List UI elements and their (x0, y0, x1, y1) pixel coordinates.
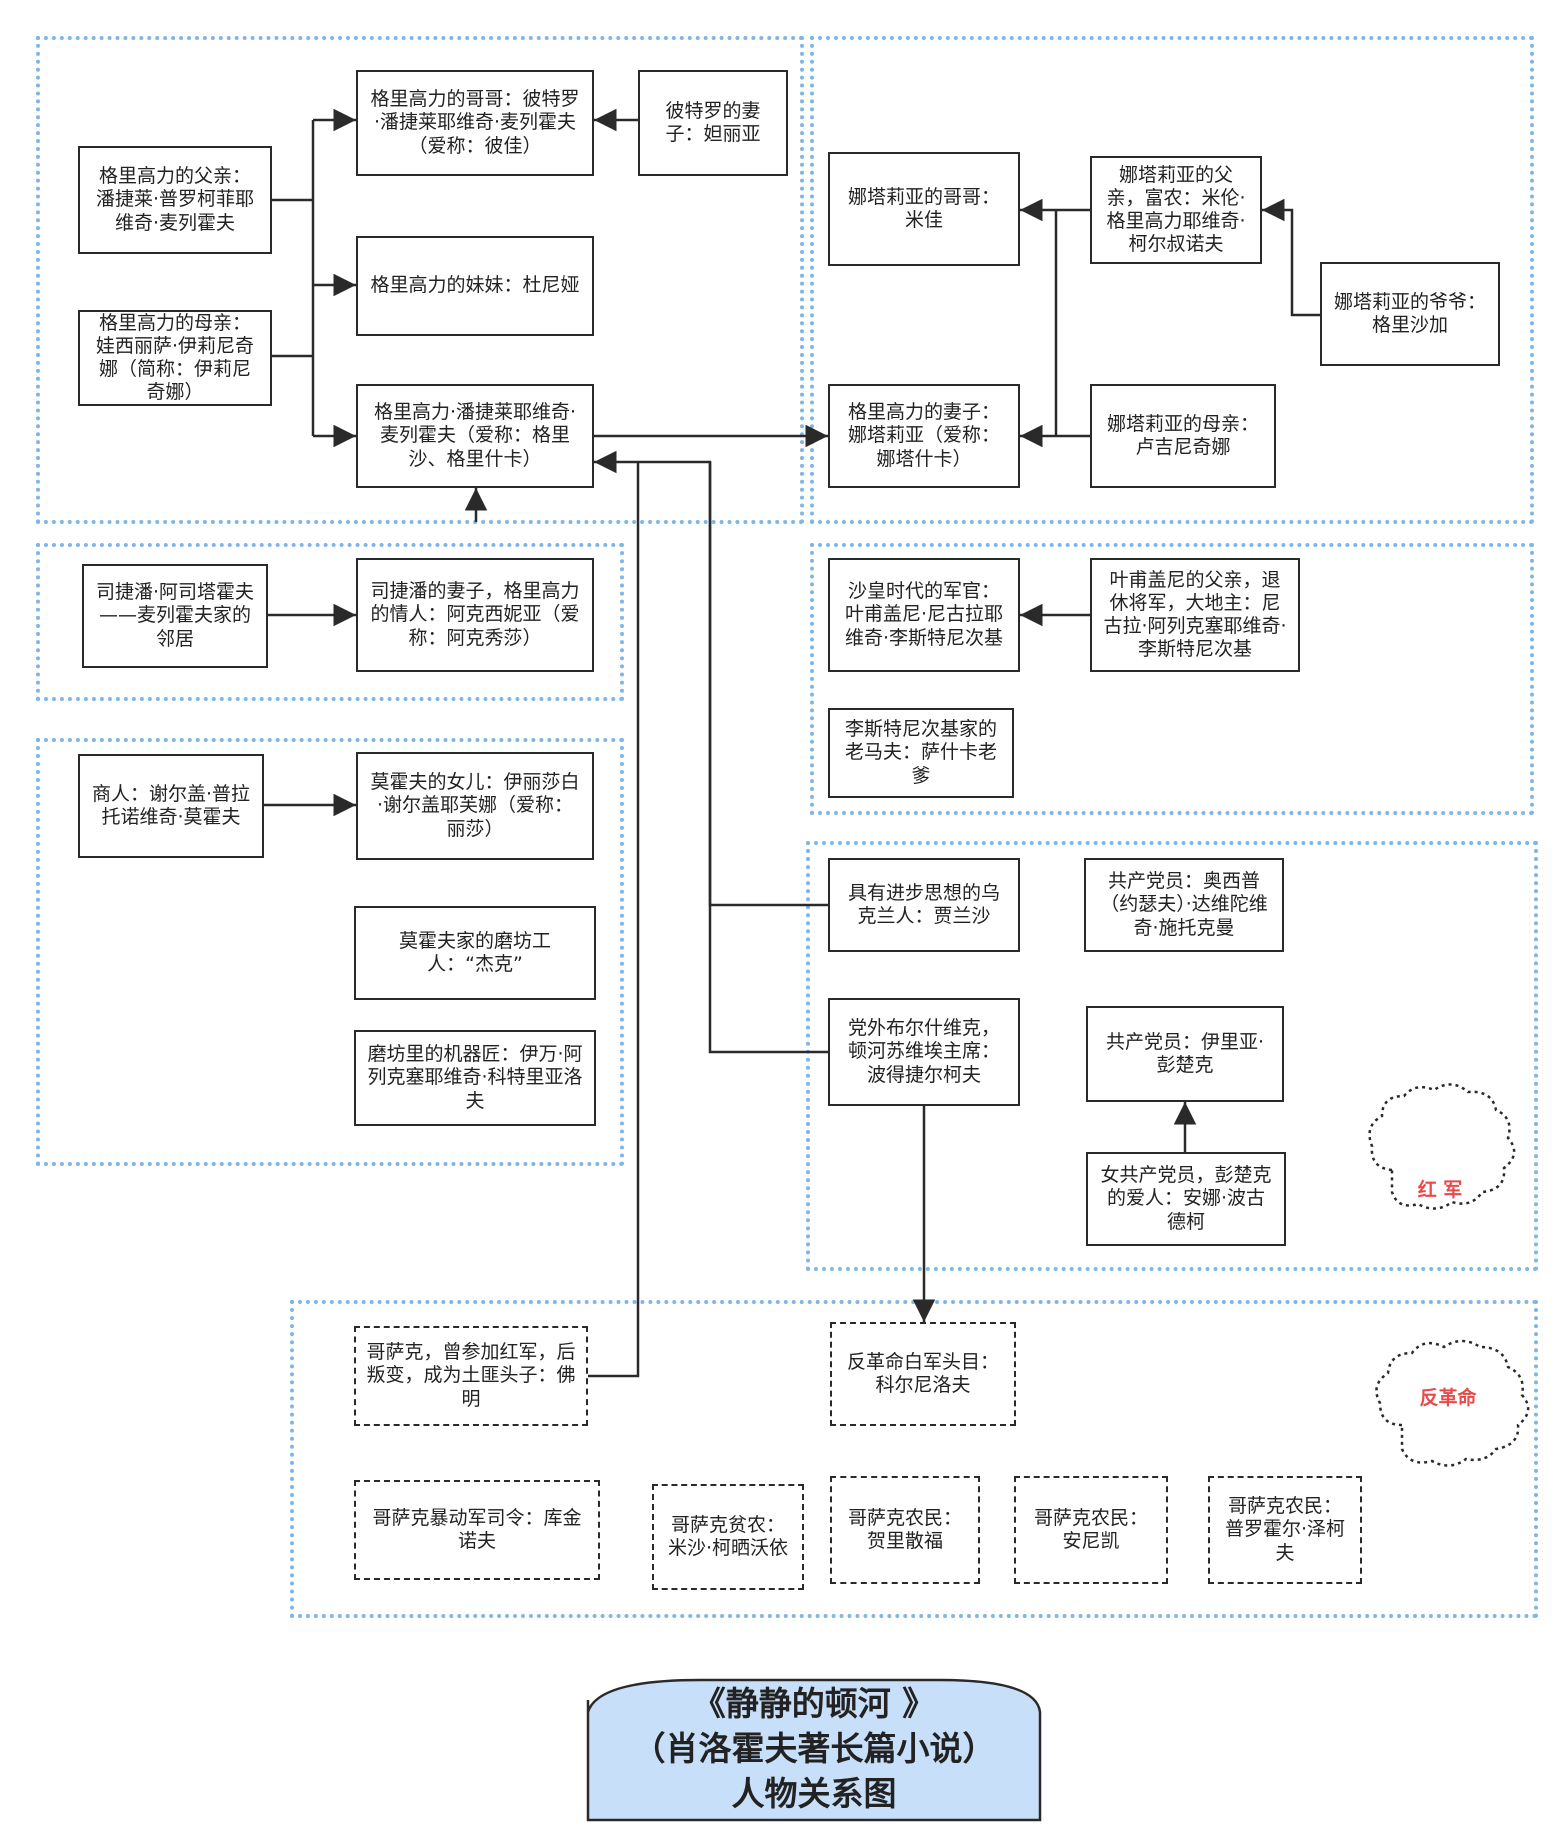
red-army-group (806, 841, 1538, 1271)
node-officer: 沙皇时代的军官：叶甫盖尼·尼古拉耶维奇·李斯特尼次基 (828, 558, 1020, 672)
node-officer-father: 叶甫盖尼的父亲，退休将军，大地主：尼古拉·阿列克塞耶维奇·李斯特尼次基 (1090, 558, 1300, 672)
node-peasant2: 哥萨克农民：安尼凯 (1014, 1476, 1168, 1584)
node-poor-peasant: 哥萨克贫农：米沙·柯晒沃依 (652, 1484, 804, 1590)
node-stockman: 共产党员：奥西普（约瑟夫）·达维陀维奇·施托克曼 (1084, 858, 1284, 952)
listnitsky-group (810, 543, 1534, 815)
node-natalia: 格里高力的妻子：娜塔莉亚（爱称：娜塔什卡） (828, 384, 1020, 488)
edge-podtelkov-link (594, 450, 828, 1054)
node-kudinov: 哥萨克暴动军司令：库金诺夫 (354, 1480, 600, 1580)
natalia-family-group (810, 36, 1534, 524)
node-grigory: 格里高力·潘捷莱耶维奇·麦列霍夫（爱称：格里沙、格里什卡） (356, 384, 594, 488)
family-group (36, 36, 804, 524)
node-natalia-brother: 娜塔莉亚的哥哥：米佳 (828, 152, 1020, 266)
node-liza: 莫霍夫的女儿：伊丽莎白·谢尔盖耶芙娜（爱称：丽莎） (356, 752, 594, 860)
title-line2: （肖洛霍夫著长篇小说） (633, 1729, 996, 1768)
node-mother: 格里高力的母亲：娃西丽萨·伊莉尼奇娜（简称：伊莉尼奇娜） (78, 310, 272, 406)
node-stepan: 司捷潘·阿司塔霍夫——麦列霍夫家的邻居 (82, 564, 268, 668)
edge-fomin-link (588, 462, 640, 1378)
node-aksinya: 司捷潘的妻子，格里高力的情人：阿克西妮亚（爱称：阿克秀莎） (356, 558, 594, 672)
node-natalia-father: 娜塔莉亚的父亲，富农：米伦·格里高力耶维奇·柯尔叔诺夫 (1090, 156, 1262, 264)
node-jack: 莫霍夫家的磨坊工人：“杰克” (354, 906, 596, 1000)
edge-jiaransha-link (708, 462, 828, 907)
node-podtelkov: 党外布尔什维克，顿河苏维埃主席：波得捷尔柯夫 (828, 998, 1020, 1106)
node-peasant1: 哥萨克农民：贺里散福 (830, 1476, 980, 1584)
edge-grandpa-to-nfather (1262, 198, 1320, 317)
title-banner: 《静静的顿河 》 （肖洛霍夫著长篇小说） 人物关系图 (586, 1678, 1042, 1822)
stepan-group (36, 543, 624, 701)
node-jiaransha: 具有进步思想的乌克兰人：贾兰沙 (828, 858, 1020, 952)
counter-revolution-label: 反革命 (1419, 1386, 1477, 1409)
node-anna: 女共产党员，彭楚克的爱人：安娜·波古德柯 (1086, 1152, 1286, 1246)
node-bunchuk: 共产党员：伊里亚·彭楚克 (1086, 1006, 1284, 1102)
red-army-cloud: 红 军 (1368, 1083, 1516, 1210)
node-fomin: 哥萨克，曾参加红军，后叛变，成为土匪头子：佛明 (354, 1326, 588, 1426)
node-brother: 格里高力的哥哥：彼特罗·潘捷莱耶维奇·麦列霍夫（爱称：彼佳） (356, 70, 594, 176)
node-merchant: 商人：谢尔盖·普拉托诺维奇·莫霍夫 (78, 754, 264, 858)
title-line3: 人物关系图 (732, 1774, 897, 1813)
mokhov-group (36, 738, 624, 1166)
node-sister: 格里高力的妹妹：杜尼娅 (356, 236, 594, 336)
title-line1: 《静静的顿河 》 (693, 1684, 936, 1723)
node-old-coachman: 李斯特尼次基家的老马夫：萨什卡老爹 (828, 708, 1014, 798)
node-father: 格里高力的父亲：潘捷莱·普罗柯菲耶维奇·麦列霍夫 (78, 146, 272, 254)
counter-revolution-cloud: 反革命 (1375, 1339, 1530, 1467)
node-natalia-mother: 娜塔莉亚的母亲：卢吉尼奇娜 (1090, 384, 1276, 488)
node-mechanic: 磨坊里的机器匠：伊万·阿列克塞耶维奇·科特里亚洛夫 (354, 1030, 596, 1126)
node-natalia-grandpa: 娜塔莉亚的爷爷：格里沙加 (1320, 262, 1500, 366)
node-brother-wife: 彼特罗的妻子：妲丽亚 (638, 70, 788, 176)
red-army-label: 红 军 (1418, 1178, 1463, 1201)
node-kornilov: 反革命白军头目：科尔尼洛夫 (830, 1322, 1016, 1426)
node-peasant3: 哥萨克农民：普罗霍尔·泽柯夫 (1208, 1476, 1362, 1584)
